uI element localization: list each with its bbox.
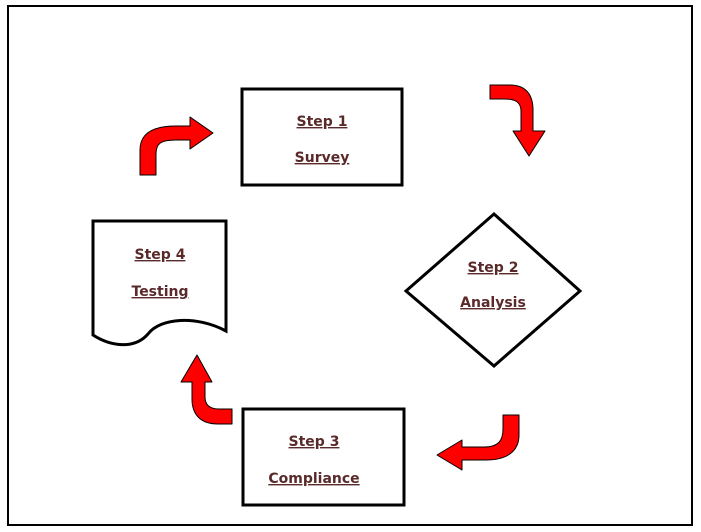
step-3-shape (241, 407, 406, 507)
step-1-title: Step 1 (297, 114, 348, 130)
step-2-shape (403, 211, 583, 368)
step-3-name: Compliance (268, 471, 359, 487)
step-2-name: Analysis (460, 295, 526, 311)
arrow-step3-to-step4-icon (180, 354, 233, 425)
step-2-title: Step 2 (468, 260, 519, 276)
step-2-diamond: Step 2 Analysis (403, 211, 583, 368)
step-1-shape (240, 87, 404, 187)
arrow-step2-to-step3-icon (436, 414, 520, 471)
step-4-name: Testing (132, 284, 189, 300)
step-3-box: Step 3 Compliance (241, 407, 406, 507)
step-4-title: Step 4 (135, 247, 186, 263)
step-1-box: Step 1 Survey (240, 87, 404, 187)
step-4-shape (91, 219, 228, 347)
step-3-title: Step 3 (289, 434, 340, 450)
arrow-step4-to-step1-icon (139, 116, 214, 176)
step-4-document: Step 4 Testing (91, 219, 228, 347)
arrow-step1-to-step2-icon (489, 84, 546, 157)
step-1-name: Survey (295, 150, 350, 166)
